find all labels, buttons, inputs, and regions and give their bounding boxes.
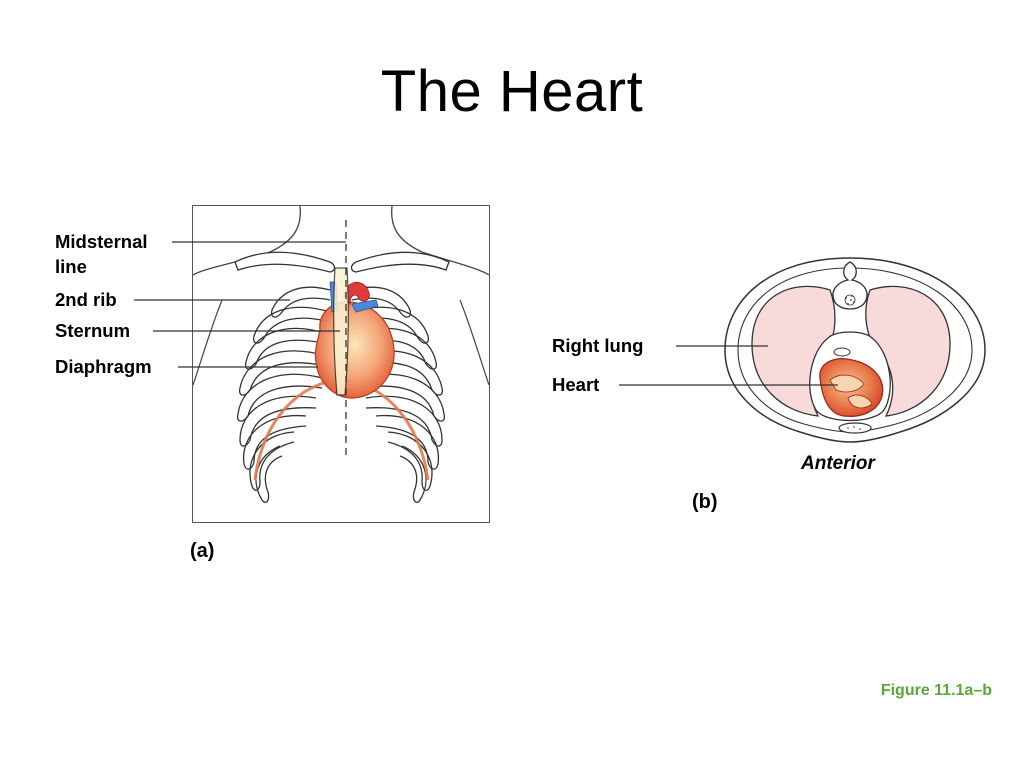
sternum-section: [838, 422, 872, 434]
thorax-drawing: [193, 206, 489, 504]
label-midsternal: Midsternal: [55, 231, 148, 252]
right-shoulder-outline: [390, 206, 489, 276]
transverse-section: [724, 257, 986, 443]
label-diaphragm: Diaphragm: [55, 356, 152, 377]
label-sternum: Sternum: [55, 320, 131, 341]
caption-b: (b): [692, 491, 718, 513]
label-right-lung: Right lung: [552, 335, 644, 356]
left-shoulder-outline: [193, 206, 302, 276]
right-arm-outline: [459, 299, 489, 386]
sternum-dots: [847, 426, 861, 430]
esophagus: [833, 347, 851, 357]
aortic-arch: [343, 282, 370, 306]
right-ribs: [351, 286, 446, 504]
vertebra: [832, 261, 868, 310]
spinal-cord: [844, 294, 856, 306]
left-ribs: [236, 286, 331, 504]
pulmonary-trunk: [351, 299, 379, 313]
label-anterior: Anterior: [801, 453, 875, 474]
vertebra-dots: [845, 295, 855, 305]
page-title: The Heart: [380, 59, 644, 124]
heart-shape-a: [314, 301, 395, 399]
left-arm-outline: [193, 299, 223, 386]
figure-reference: Figure 11.1a–b: [880, 682, 992, 699]
label-second-rib: 2nd rib: [55, 289, 117, 310]
heart-chamber: [847, 394, 873, 409]
heart-chamber: [829, 374, 865, 393]
label-heart: Heart: [552, 374, 600, 395]
caption-a: (a): [190, 540, 215, 562]
sternum-bone: [333, 267, 349, 396]
label-midsternal-line: line: [55, 256, 87, 277]
left-clavicle: [234, 251, 336, 273]
right-clavicle: [350, 251, 450, 273]
